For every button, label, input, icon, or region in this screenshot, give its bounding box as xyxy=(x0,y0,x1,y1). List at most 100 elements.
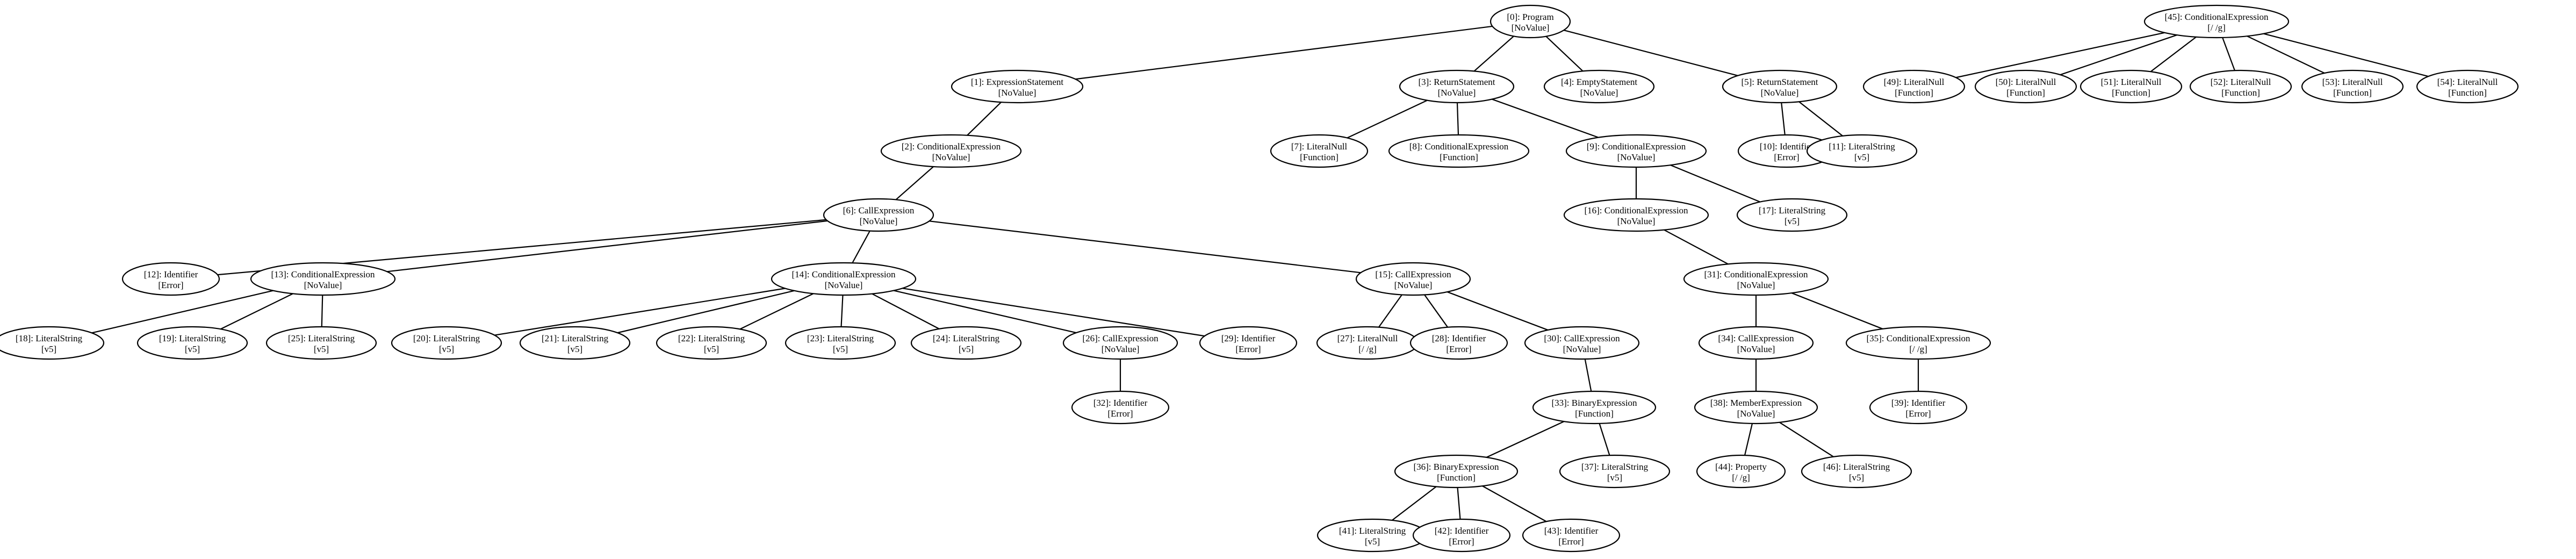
node-value-label: [/ /g] xyxy=(1909,344,1927,354)
node-value-label: [v5] xyxy=(41,344,56,354)
tree-node-20: [20]: LiteralString[v5] xyxy=(391,326,502,360)
tree-node-49: [49]: LiteralNull[Function] xyxy=(1862,69,1966,104)
node-type-label: [12]: Identifier xyxy=(144,269,198,280)
edge-6-14 xyxy=(852,231,870,263)
node-type-label: [46]: LiteralString xyxy=(1823,462,1890,472)
tree-node-10: [10]: Identifier[Error] xyxy=(1737,134,1836,168)
node-value-label: [NoValue] xyxy=(932,152,970,162)
node-ellipse xyxy=(1845,326,1991,360)
tree-node-37: [37]: LiteralString[v5] xyxy=(1559,454,1671,489)
edge-0-5 xyxy=(1563,30,1738,76)
node-ellipse xyxy=(1524,326,1640,360)
edge-15-28 xyxy=(1424,294,1449,328)
node-value-label: [v5] xyxy=(1854,152,1869,162)
node-type-label: [18]: LiteralString xyxy=(16,333,83,343)
node-type-label: [19]: LiteralString xyxy=(159,333,226,343)
node-ellipse xyxy=(880,134,1022,168)
node-ellipse xyxy=(1565,134,1707,168)
edge-9-17 xyxy=(1670,164,1760,203)
edge-13-19 xyxy=(220,293,293,330)
node-value-label: [NoValue] xyxy=(1438,88,1476,98)
node-ellipse xyxy=(1543,69,1655,104)
node-ellipse xyxy=(1683,262,1829,296)
tree-node-35: [35]: ConditionalExpression[/ /g] xyxy=(1845,326,1991,360)
edge-3-8 xyxy=(1456,102,1459,135)
tree-node-15: [15]: CallExpression[NoValue] xyxy=(1355,262,1471,296)
edge-31-35 xyxy=(1791,292,1883,329)
node-type-label: [16]: ConditionalExpression xyxy=(1584,205,1688,216)
tree-node-31: [31]: ConditionalExpression[NoValue] xyxy=(1683,262,1829,296)
node-type-label: [51]: LiteralNull xyxy=(2101,77,2162,87)
tree-node-44: [44]: Property[/ /g] xyxy=(1696,454,1786,489)
node-ellipse xyxy=(1974,69,2077,104)
node-value-label: [Function] xyxy=(1440,152,1478,162)
node-value-label: [Error] xyxy=(1774,152,1799,162)
tree-node-34: [34]: CallExpression[NoValue] xyxy=(1698,326,1814,360)
edge-3-7 xyxy=(1347,99,1428,139)
node-value-label: [v5] xyxy=(959,344,974,354)
node-ellipse xyxy=(1490,4,1571,39)
edge-0-4 xyxy=(1545,35,1584,72)
node-type-label: [30]: CallExpression xyxy=(1544,333,1620,343)
tree-node-0: [0]: Program[NoValue] xyxy=(1490,4,1571,39)
edge-15-30 xyxy=(1447,291,1548,331)
node-type-label: [31]: ConditionalExpression xyxy=(1704,269,1808,280)
node-ellipse xyxy=(951,69,1084,104)
node-ellipse xyxy=(656,326,767,360)
node-ellipse xyxy=(2416,69,2519,104)
node-type-label: [2]: ConditionalExpression xyxy=(902,141,1001,152)
tree-node-17: [17]: LiteralString[v5] xyxy=(1736,198,1848,232)
node-value-label: [Function] xyxy=(1437,472,1476,483)
node-type-label: [10]: Identifier xyxy=(1760,141,1814,152)
node-type-label: [5]: ReturnStatement xyxy=(1741,77,1818,87)
node-ellipse xyxy=(2189,69,2292,104)
node-value-label: [NoValue] xyxy=(1737,280,1775,290)
node-value-label: [Function] xyxy=(1575,408,1614,419)
node-value-label: [NoValue] xyxy=(1580,88,1618,98)
edge-14-29 xyxy=(902,288,1205,337)
node-ellipse xyxy=(250,262,396,296)
node-type-label: [17]: LiteralString xyxy=(1759,205,1826,216)
node-type-label: [28]: Identifier xyxy=(1432,333,1486,343)
node-value-label: [Function] xyxy=(2333,88,2372,98)
node-value-label: [NoValue] xyxy=(860,216,898,226)
tree-node-2: [2]: ConditionalExpression[NoValue] xyxy=(880,134,1022,168)
edge-15-27 xyxy=(1378,294,1402,328)
node-type-label: [3]: ReturnStatement xyxy=(1418,77,1495,87)
tree-node-29: [29]: Identifier[Error] xyxy=(1199,326,1298,360)
edge-33-36 xyxy=(1486,421,1565,458)
node-type-label: [35]: ConditionalExpression xyxy=(1866,333,1970,343)
edge-0-1 xyxy=(1075,25,1493,80)
tree-node-23: [23]: LiteralString[v5] xyxy=(785,326,896,360)
node-ellipse xyxy=(1522,518,1621,553)
node-type-label: [50]: LiteralNull xyxy=(1996,77,2056,87)
node-ellipse xyxy=(121,262,220,296)
edge-2-6 xyxy=(895,166,934,200)
node-value-label: [v5] xyxy=(1365,536,1380,547)
node-value-label: [Error] xyxy=(1235,344,1261,354)
edge-45-53 xyxy=(2247,35,2325,74)
edge-45-50 xyxy=(2060,34,2177,76)
node-value-label: [Function] xyxy=(2112,88,2150,98)
tree-node-39: [39]: Identifier[Error] xyxy=(1869,390,1968,425)
node-value-label: [Error] xyxy=(1905,408,1931,419)
node-ellipse xyxy=(1270,134,1369,168)
tree-node-27: [27]: LiteralNull[/ /g] xyxy=(1316,326,1419,360)
node-value-label: [NoValue] xyxy=(1563,344,1601,354)
node-type-label: [27]: LiteralNull xyxy=(1337,333,1398,343)
node-type-label: [13]: ConditionalExpression xyxy=(271,269,375,280)
node-value-label: [Function] xyxy=(2448,88,2487,98)
node-ellipse xyxy=(1409,326,1508,360)
edges-layer xyxy=(91,25,2429,522)
node-value-label: [Function] xyxy=(2221,88,2260,98)
node-ellipse xyxy=(771,262,917,296)
node-value-label: [Error] xyxy=(1558,536,1584,547)
tree-node-52: [52]: LiteralNull[Function] xyxy=(2189,69,2292,104)
tree-node-51: [51]: LiteralNull[Function] xyxy=(2079,69,2183,104)
tree-node-11: [11]: LiteralString[v5] xyxy=(1806,134,1918,168)
node-type-label: [23]: LiteralString xyxy=(807,333,874,343)
node-value-label: [Error] xyxy=(1107,408,1133,419)
edge-38-44 xyxy=(1744,423,1753,456)
tree-node-42: [42]: Identifier[Error] xyxy=(1412,518,1511,553)
node-ellipse xyxy=(1412,518,1511,553)
